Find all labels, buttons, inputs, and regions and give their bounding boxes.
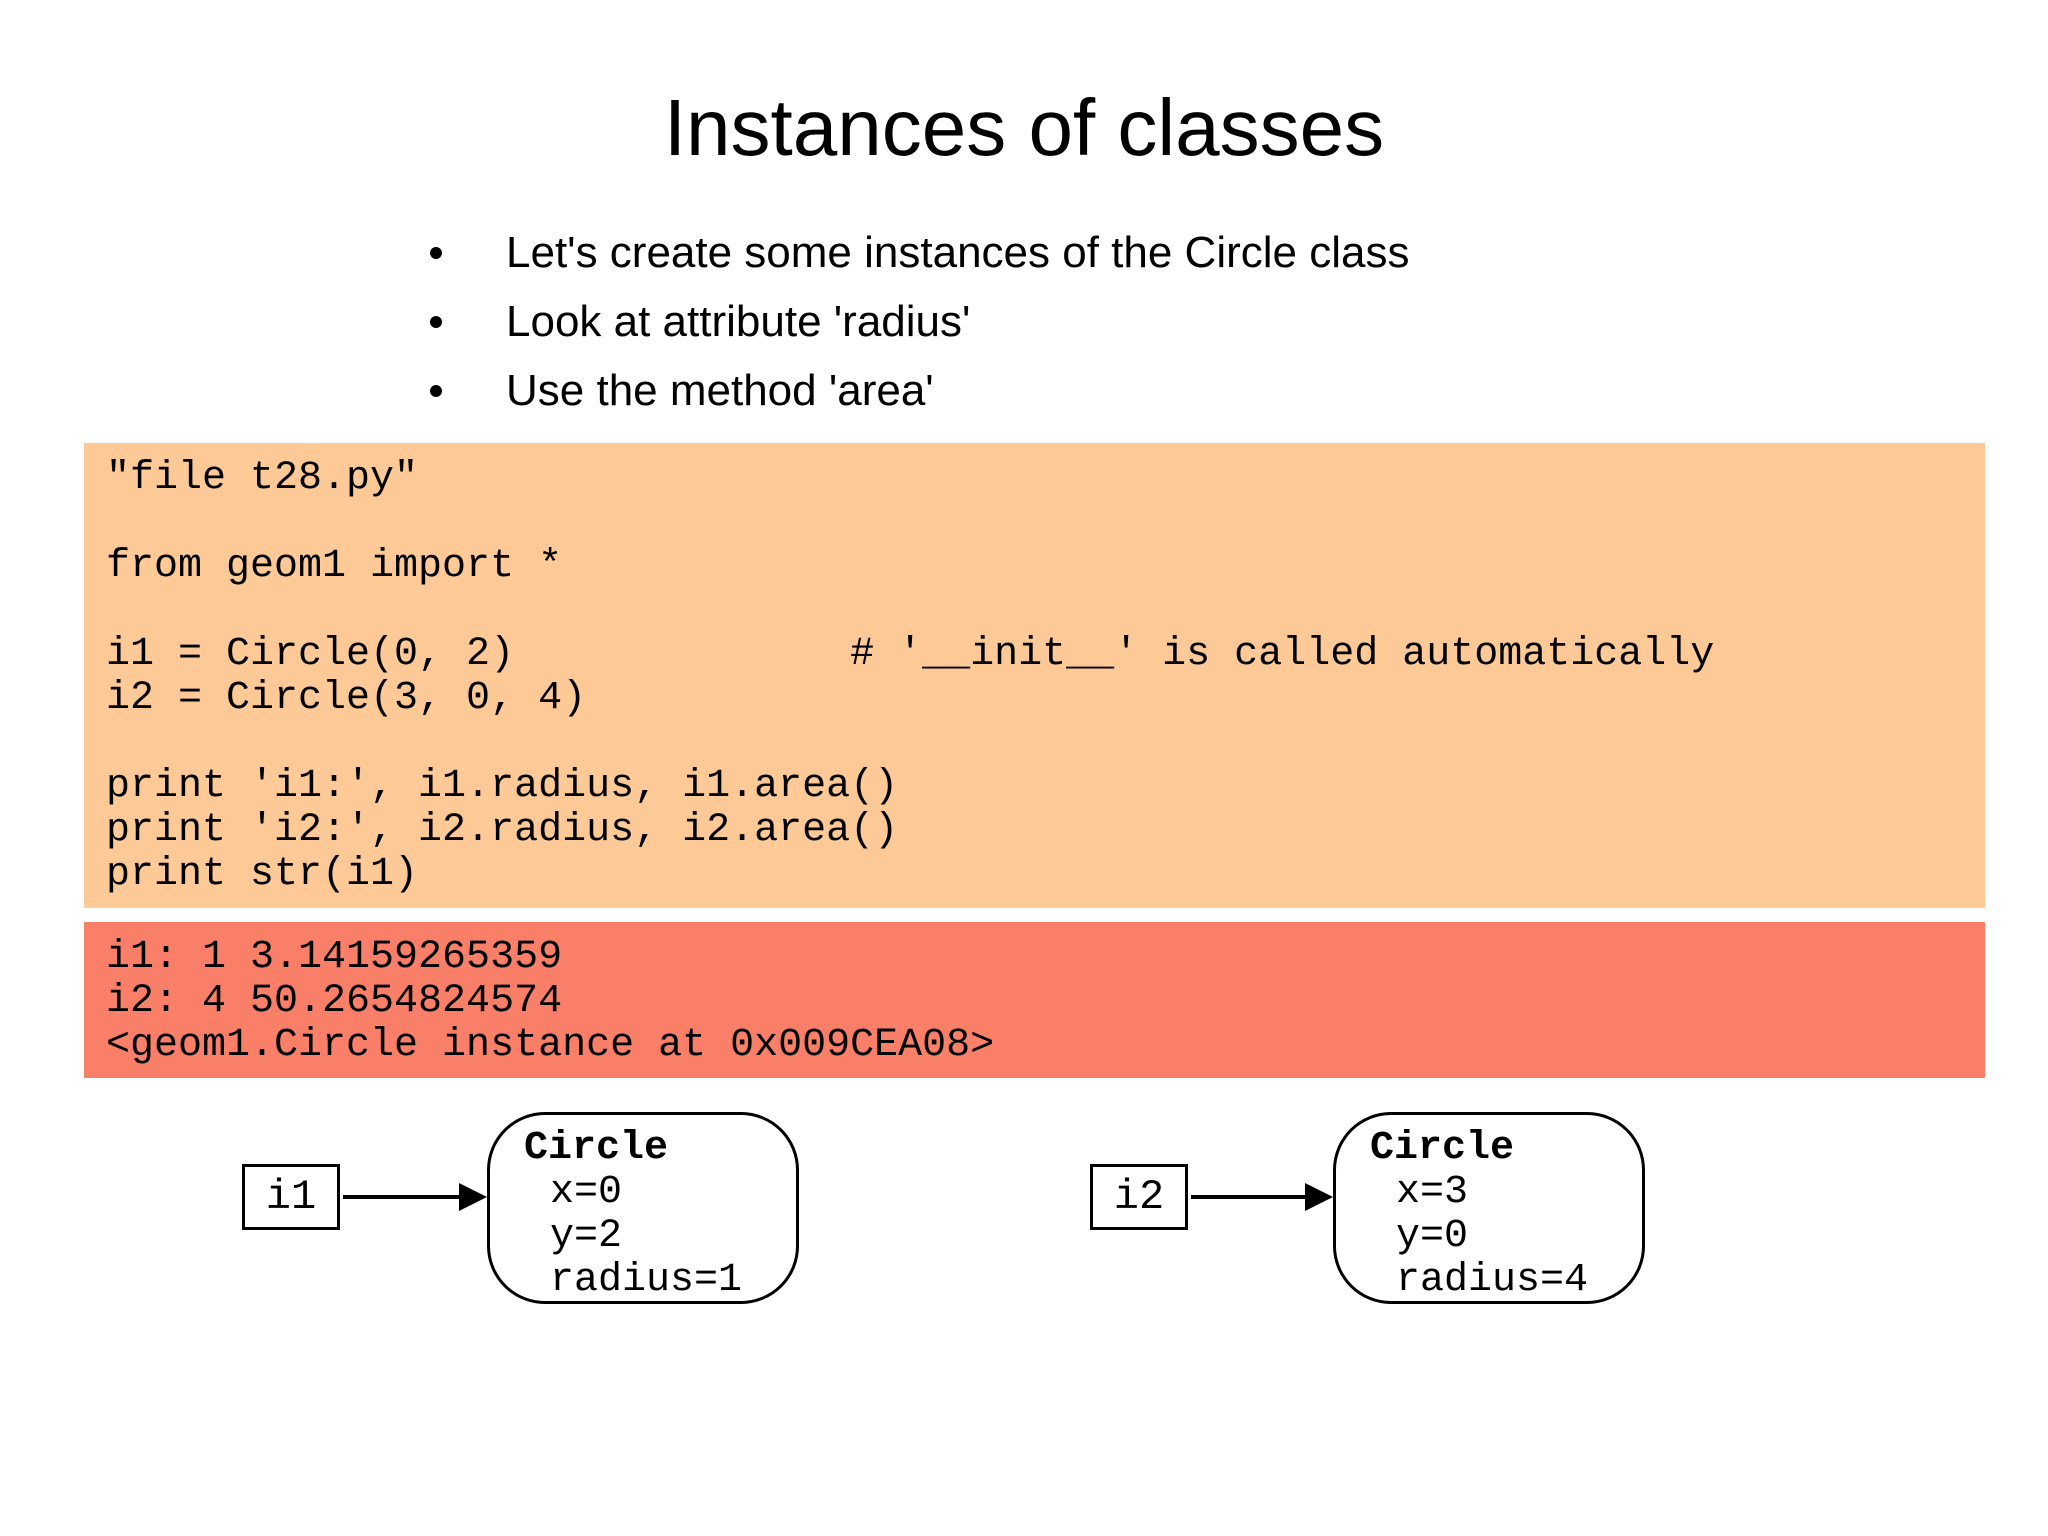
object-attribute: x=3: [1396, 1170, 1469, 1215]
bullet-item: Use the method 'area': [430, 356, 1409, 425]
object-attribute: y=0: [1396, 1214, 1469, 1259]
code-line: [106, 501, 1985, 545]
slide-title: Instances of classes: [663, 83, 1385, 172]
object-attribute: x=0: [550, 1170, 623, 1215]
output-line: i1: 1 3.14159265359: [106, 935, 563, 980]
code-line: "file t28.py": [106, 456, 419, 501]
pointer-arrow-i2: [1191, 1195, 1309, 1199]
bullet-item: Let's create some instances of the Circl…: [430, 218, 1409, 287]
bullet-dot-icon: [430, 315, 442, 328]
program-output-panel: i1: 1 3.14159265359 i2: 4 50.2654824574 …: [84, 922, 1985, 1078]
variable-label: i2: [1113, 1173, 1165, 1221]
object-class-name: Circle: [1370, 1126, 1515, 1171]
object-attribute: radius=1: [550, 1258, 743, 1303]
arrowhead-icon: [1305, 1183, 1333, 1211]
source-code-panel: "file t28.py" from geom1 import * i1 = C…: [84, 443, 1985, 908]
code-line: from geom1 import *: [106, 544, 563, 589]
bullet-text: Use the method 'area': [506, 365, 934, 415]
bullet-item: Look at attribute 'radius': [430, 287, 1409, 356]
bullet-text: Look at attribute 'radius': [506, 296, 971, 346]
code-line: i1 = Circle(0, 2) # '__init__' is called…: [106, 632, 1715, 677]
output-line: i2: 4 50.2654824574: [106, 979, 563, 1024]
bullet-text: Let's create some instances of the Circl…: [506, 227, 1410, 277]
code-line: [106, 589, 1985, 633]
arrowhead-icon: [459, 1183, 487, 1211]
code-line: print 'i1:', i1.radius, i1.area(): [106, 764, 899, 809]
variable-box-i2: i2: [1090, 1164, 1188, 1230]
code-line: [106, 721, 1985, 765]
pointer-arrow-i1: [343, 1195, 463, 1199]
bullet-dot-icon: [430, 384, 442, 397]
code-line: print str(i1): [106, 852, 419, 897]
variable-label: i1: [265, 1173, 317, 1221]
object-attribute: radius=4: [1396, 1258, 1589, 1303]
object-node-i2: Circle x=3 y=0 radius=4: [1333, 1112, 1645, 1304]
code-line: print 'i2:', i2.radius, i2.area(): [106, 808, 899, 853]
bullet-list: Let's create some instances of the Circl…: [430, 218, 1409, 425]
output-line: <geom1.Circle instance at 0x009CEA08>: [106, 1023, 995, 1068]
code-line: i2 = Circle(3, 0, 4): [106, 676, 587, 721]
object-attribute: y=2: [550, 1214, 623, 1259]
object-class-name: Circle: [524, 1126, 669, 1171]
object-node-i1: Circle x=0 y=2 radius=1: [487, 1112, 799, 1304]
variable-box-i1: i1: [242, 1164, 340, 1230]
bullet-dot-icon: [430, 246, 442, 259]
